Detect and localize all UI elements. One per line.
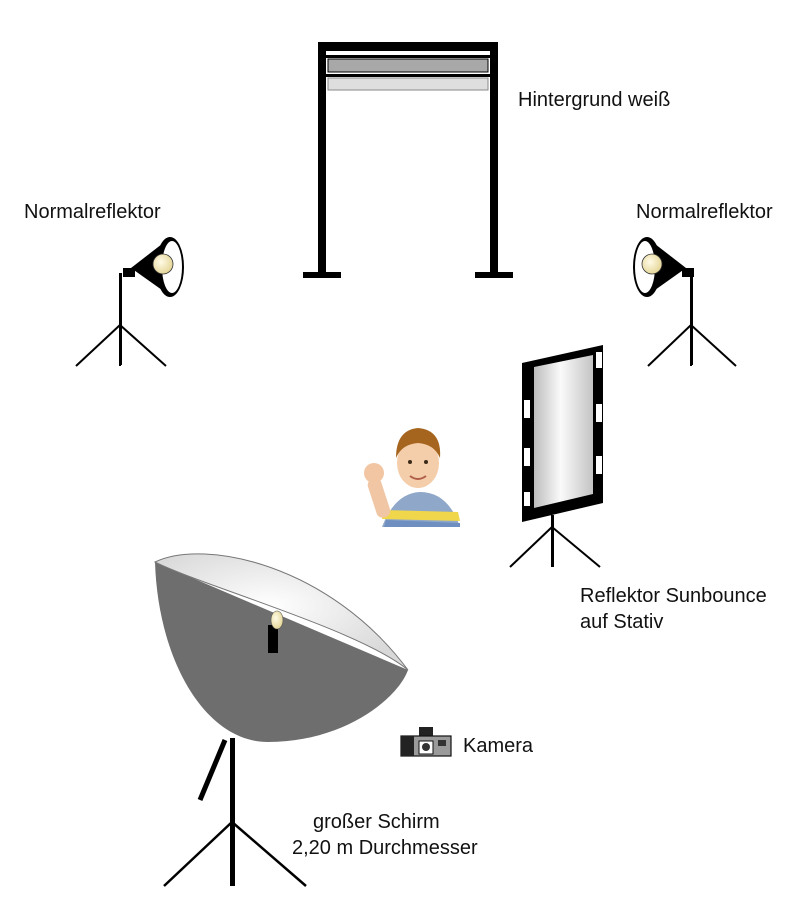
- label-reflector-left: Normalreflektor: [24, 201, 161, 223]
- camera-icon: [400, 727, 452, 757]
- umbrella-softbox-icon: [153, 553, 409, 887]
- label-camera: Kamera: [463, 735, 534, 757]
- studio-light-left-icon: [75, 237, 184, 367]
- label-reflector-right: Normalreflektor: [636, 201, 773, 223]
- child-subject-icon: [364, 428, 460, 527]
- label-umbrella-line2: 2,20 m Durchmesser: [292, 837, 478, 859]
- label-backdrop: Hintergrund weiß: [518, 89, 671, 111]
- label-sunbounce-line1: Reflektor Sunbounce: [580, 585, 767, 607]
- label-sunbounce-line2: auf Stativ: [580, 611, 664, 633]
- studio-light-right-icon: [633, 237, 737, 367]
- backdrop-stand-icon: [303, 42, 513, 278]
- reflector-panel-icon: [509, 345, 603, 568]
- label-umbrella-line1: großer Schirm: [313, 811, 440, 833]
